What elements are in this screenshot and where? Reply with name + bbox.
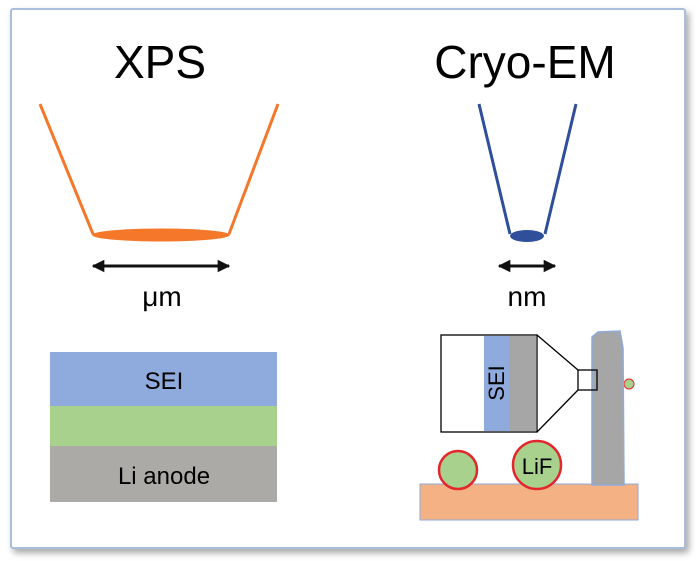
zoom-sei-label: SEI: [484, 365, 509, 400]
cryo-em-panel: Cryo-EM nm LiF SEI: [419, 36, 639, 521]
li-anode-label: Li anode: [118, 463, 210, 490]
zoom-line-top: [536, 334, 579, 371]
xps-beam-cone: [38, 103, 280, 242]
pillar-tip-particle: [623, 378, 635, 390]
xps-scale-label: μm: [142, 281, 181, 312]
xps-beam-right-edge: [227, 103, 280, 235]
xps-panel: XPS μm SEI Li anode: [38, 36, 280, 502]
sei-layer-label: SEI: [145, 368, 184, 395]
particle-small: [437, 449, 479, 491]
lif-label: LiF: [522, 454, 553, 479]
cryo-em-beam-right-edge: [543, 103, 578, 235]
sei-layer: [50, 352, 277, 406]
cryo-em-scale-label: nm: [508, 281, 547, 312]
cryo-em-beam-left-edge: [477, 103, 512, 235]
cryo-em-beam-spot: [510, 230, 544, 242]
lif-particle: [511, 439, 563, 491]
zoom-line-bottom: [536, 389, 579, 433]
cryo-em-beam-cone: [477, 103, 578, 242]
zoom-sei-strip: [484, 336, 509, 431]
cryo-em-title: Cryo-EM: [434, 36, 615, 88]
zoom-callout: SEI: [440, 334, 598, 433]
xps-beam-left-edge: [38, 103, 95, 235]
zoom-source-box: [577, 369, 598, 391]
zoom-pillar-strip: [509, 336, 536, 431]
layer-stack: SEI Li anode: [50, 352, 277, 502]
sample-pillar: [591, 330, 625, 486]
li-anode-layer: [50, 446, 277, 502]
xps-beam-spot: [92, 228, 230, 242]
intermediate-layer: [50, 406, 277, 446]
xps-title: XPS: [114, 36, 206, 88]
